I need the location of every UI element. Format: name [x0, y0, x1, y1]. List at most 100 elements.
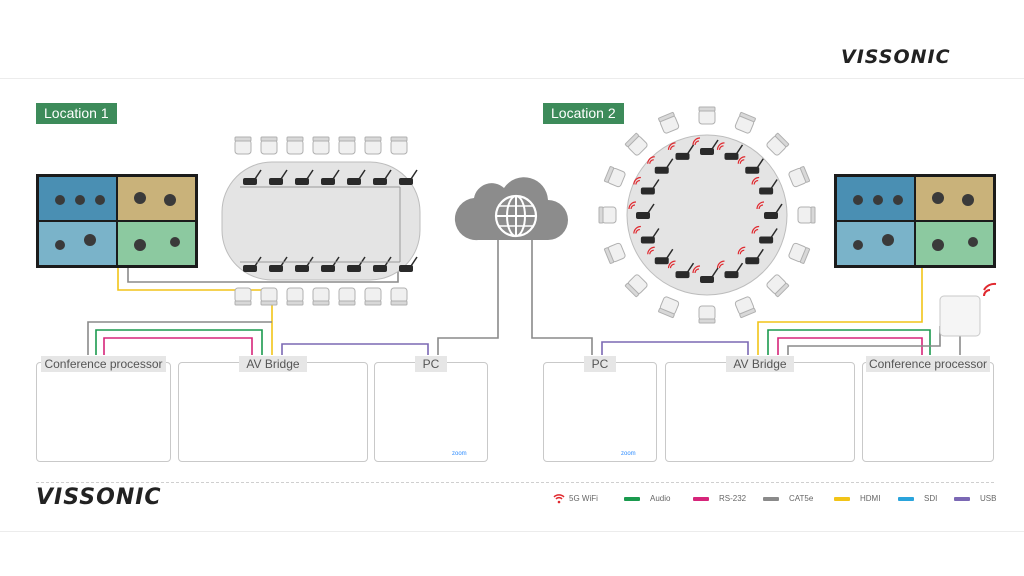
chair-icon [338, 287, 356, 306]
chair-icon [338, 136, 356, 155]
legend-label-audio: Audio [650, 494, 671, 503]
conference-table-location-2 [598, 106, 816, 324]
chair-icon [658, 111, 680, 134]
microphone-icon [633, 225, 660, 244]
av-bridge-label-1: AV Bridge [239, 356, 307, 372]
pc-box-2: PC zoom [543, 356, 657, 462]
legend-swatch-sdi [898, 497, 914, 501]
legend-label-hdmi: HDMI [860, 494, 881, 503]
location-1-tag: Location 1 [36, 103, 117, 124]
microphone-icon [628, 201, 655, 219]
microphone-icon [399, 256, 418, 272]
usb-cable-pc-bridge [601, 341, 749, 355]
video-wall-display-1 [36, 174, 198, 268]
audio-cable [95, 329, 263, 355]
chair-icon [364, 287, 382, 306]
legend-swatch-hdmi [834, 497, 850, 501]
microphone-icon [751, 176, 778, 195]
hdmi-cable [117, 268, 273, 355]
chair-icon [766, 132, 790, 156]
legend-label-wifi: 5G WiFi [569, 494, 598, 503]
cat5e-cable-2 [787, 326, 941, 355]
legend-label-rs232: RS-232 [719, 494, 747, 503]
wifi-icon [553, 492, 565, 504]
chair-icon [797, 206, 816, 224]
hdmi-cable-2 [757, 268, 923, 355]
microphones-round-table [628, 137, 783, 283]
microphone-icon [667, 142, 695, 160]
av-bridge-label-2: AV Bridge [726, 356, 794, 372]
cat5e-cable-processor [87, 321, 272, 355]
wireless-access-point-icon [939, 282, 997, 337]
chair-icon [260, 136, 278, 155]
chair-icon [734, 111, 756, 134]
chair-icon [734, 296, 756, 319]
chairs-row-bottom-1 [234, 287, 408, 306]
brand-logo-bottom: VISSONIC [36, 485, 162, 510]
conference-processor-label-1: Conference processor [41, 356, 166, 372]
legend: 5G WiFi Audio RS-232 CAT5e HDMI SDI USB [553, 492, 1003, 506]
chair-icon [624, 274, 648, 298]
microphone-icon [243, 169, 262, 185]
conference-processor-box-2: Conference processor [862, 356, 994, 462]
microphone-icon [647, 246, 674, 265]
microphone-icon [321, 169, 340, 185]
microphone-icon [295, 169, 314, 185]
chair-icon [658, 296, 680, 319]
chair-icon [286, 136, 304, 155]
brand-logo-top: VISSONIC [841, 46, 951, 68]
chair-icon [788, 242, 811, 264]
pc-label-2: PC [584, 356, 616, 372]
microphone-icon [647, 156, 674, 174]
legend-label-usb: USB [980, 494, 997, 503]
pc-label-1: PC [415, 356, 447, 372]
cat5e-cable-internet-pc [531, 240, 593, 355]
chair-icon [312, 287, 330, 306]
microphone-icon [347, 169, 366, 185]
zoom-label-1: zoom [452, 451, 467, 457]
internet-cloud-icon [454, 177, 568, 241]
microphone-icon [756, 201, 783, 219]
av-bridge-box-1: AV Bridge [178, 356, 368, 462]
av-bridge-box-2: AV Bridge [665, 356, 855, 462]
microphone-icon [399, 169, 418, 185]
chairs-row-top-1 [234, 136, 408, 155]
conference-table-location-1 [221, 136, 421, 306]
microphones-row-top-1 [243, 169, 418, 185]
chair-icon [390, 287, 408, 306]
legend-label-cat5e: CAT5e [789, 494, 814, 503]
legend-swatch-rs232 [693, 497, 709, 501]
zoom-label-2: zoom [621, 451, 636, 457]
microphone-icon [667, 260, 695, 279]
microphone-icon [737, 246, 764, 265]
legend-swatch-usb [954, 497, 970, 501]
chairs-round-table [598, 106, 816, 324]
chair-icon [390, 136, 408, 155]
pc-box-1: PC zoom [374, 356, 488, 462]
chair-icon [234, 287, 252, 306]
conference-processor-box-1: Conference processor [36, 356, 171, 462]
cables-location-2 [531, 240, 961, 355]
location-2-tag: Location 2 [543, 103, 624, 124]
microphone-icon [692, 265, 719, 283]
legend-label-sdi: SDI [924, 494, 938, 503]
chair-icon [286, 287, 304, 306]
audio-cable-2 [767, 329, 931, 355]
chair-icon [698, 106, 716, 125]
microphone-icon [751, 225, 778, 244]
chair-icon [788, 166, 811, 188]
chair-icon [603, 166, 626, 188]
chair-icon [698, 305, 716, 324]
legend-separator [36, 482, 994, 483]
chair-icon [603, 242, 626, 264]
video-wall-display-2 [834, 174, 996, 268]
chair-icon [234, 136, 252, 155]
chair-icon [364, 136, 382, 155]
legend-swatch-cat5e [763, 497, 779, 501]
microphone-icon [633, 176, 660, 195]
usb-cable-bridge-pc [281, 343, 429, 355]
legend-swatch-audio [624, 497, 640, 501]
chair-icon [260, 287, 278, 306]
